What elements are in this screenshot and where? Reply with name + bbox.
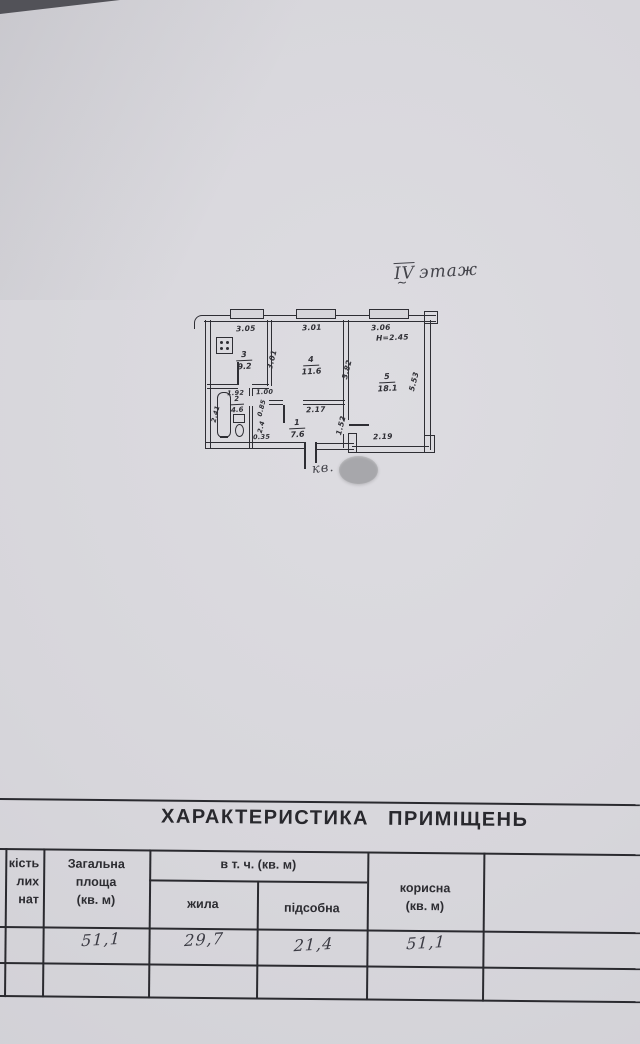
room-area: 4.6 [230,405,244,414]
value-useful: 51,1 [405,931,447,954]
header-living: жила [187,896,219,912]
wall-room4-bottom-b [303,400,345,405]
window-symbol-room5 [369,309,409,319]
dim-room5-bottom: 2.19 [372,431,393,442]
room-area: 18.1 [377,383,398,394]
toilet-tank-icon [233,414,245,423]
wall-kitchen-bottom-b [252,384,269,389]
room-number: 1 [288,418,305,429]
room-number: 2 [229,394,245,405]
dim-hall-niche-a: 0.85 [255,398,268,418]
bathtub-icon [217,392,231,438]
room-label-bath: 2 4.6 [226,394,249,415]
room-number: 5 [378,372,395,383]
header-useful: корисна (кв. м) [399,880,451,914]
wall-room5-bottom [352,446,429,453]
scan-lighting [0,0,640,300]
window-symbol-kitchen [230,309,264,319]
toilet-bowl-icon [235,424,244,437]
wall-bottom-left [205,442,305,449]
room-label-hall: 1 7.6 [284,409,309,439]
stove-burner [220,341,223,344]
door-leaf-room5 [349,424,369,426]
floor-word: этаж [418,259,479,283]
dim-room4-top: 3.01 [301,322,322,333]
room-area: 11.6 [301,366,322,377]
stove-burner [220,347,223,350]
wall-kitchen-room4 [267,320,272,386]
redaction-oval [339,456,378,484]
wall-right [424,320,431,450]
wall-bath-right-a [249,388,253,396]
header-utility: підсобна [284,900,340,916]
room-label-room5: 5 18.1 [370,363,403,394]
room-number: 3 [235,350,252,361]
entry-door-mark-a [304,442,306,469]
wall-kitchen-bottom-a [207,384,238,389]
wall-room4-room5 [343,320,349,406]
header-including: в т. ч. (кв. м) [220,857,297,872]
stove-burner [226,341,229,344]
table-line-values-bottom [0,961,640,971]
wall-bath-right-b [249,406,253,448]
table-vline-5 [481,852,486,1002]
window-symbol-room4 [296,309,336,319]
dim-hall-room5-side: 1.52 [334,414,348,437]
wall-room4-bottom-a [269,400,283,405]
pillar-room5-bottom-left [348,433,357,453]
dim-kitchen-top: 3.05 [235,323,256,334]
door-leaf-room4 [283,405,285,423]
wall-hall-room5-a [343,406,349,420]
table-line-bottom [0,994,640,1004]
dim-room5-top: 3.06 [370,322,391,333]
dim-bath-door: 1.00 [255,387,274,397]
bathtub-foot [220,436,228,438]
characteristics-section: ХАРАКТЕРИСТИКА ПРИМІЩЕНЬ кість лих нат З… [0,790,640,1044]
wall-bottom-mid [316,443,354,450]
wall-top-left-hook [194,315,207,329]
dim-room5-height: Н=2.45 [375,332,410,343]
entry-door-mark-b [315,442,317,463]
stove-icon [216,337,233,354]
room-number: 4 [302,355,319,366]
wall-top-right-pillar [424,311,438,324]
room-label-room4: 4 11.6 [294,346,327,377]
apartment-label: кв. [311,459,336,478]
value-total-area: 51,1 [80,928,122,951]
door-leaf-kitchen [237,362,239,385]
room-area: 7.6 [290,429,305,440]
dim-room5-side: 5.53 [407,370,421,393]
dim-hall-top: 2.17 [305,404,326,415]
value-utility: 21,4 [293,933,334,956]
header-rooms-count: кість лих нат [8,856,40,907]
header-total-area: Загальна площа (кв. м) [67,856,125,908]
floor-plan: 3.05 3.01 3.06 Н=2.45 3.01 3.82 5.53 1.9… [0,0,640,520]
dim-bottom-offset: 0.35 [252,432,271,442]
stove-burner [226,347,229,350]
pillar-room5-bottom-right [424,435,435,453]
underline-tilde: ~ [396,275,409,292]
room-label-kitchen: 3 9.2 [229,341,258,371]
value-living: 29,7 [183,928,225,951]
room-area: 9.2 [237,361,252,372]
floor-roman-numeral: ІV ~ [393,263,416,292]
table-title: ХАРАКТЕРИСТИКА ПРИМІЩЕНЬ [160,805,529,832]
